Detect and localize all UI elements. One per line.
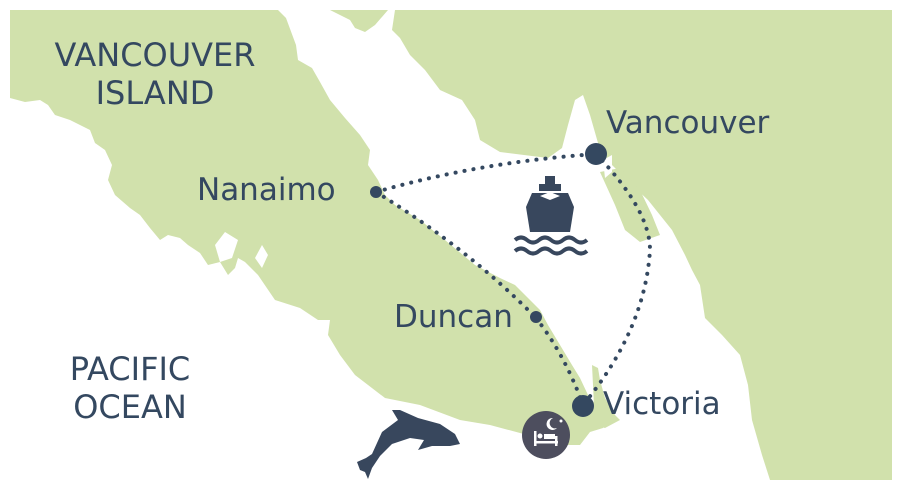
- route-lines: [374, 152, 653, 407]
- dolphin-icon: [357, 410, 460, 479]
- region-label-pacific-ocean: PACIFIC OCEAN: [69, 350, 191, 427]
- marker-duncan[interactable]: [530, 311, 542, 323]
- city-label-nanaimo[interactable]: Nanaimo: [197, 172, 336, 208]
- route-nanaimo-vancouver: [374, 152, 598, 194]
- land-mainland-north: [392, 10, 892, 480]
- marker-vancouver[interactable]: [585, 143, 607, 165]
- hotel-bed-icon: [522, 411, 570, 459]
- marker-victoria[interactable]: [572, 395, 594, 417]
- city-label-vancouver[interactable]: Vancouver: [606, 105, 770, 141]
- region-label-vancouver-island: VANCOUVER ISLAND: [54, 36, 256, 113]
- land-saanich-peninsula: [592, 365, 620, 428]
- route-vancouver-victoria: [581, 152, 653, 407]
- land-vancouver-island: [10, 10, 610, 445]
- ferry-icon: [513, 176, 589, 256]
- route-nanaimo-duncan: [374, 190, 538, 320]
- city-label-duncan[interactable]: Duncan: [394, 299, 513, 335]
- route-duncan-victoria: [534, 316, 585, 407]
- city-label-victoria[interactable]: Victoria: [603, 386, 721, 422]
- marker-nanaimo[interactable]: [370, 186, 382, 198]
